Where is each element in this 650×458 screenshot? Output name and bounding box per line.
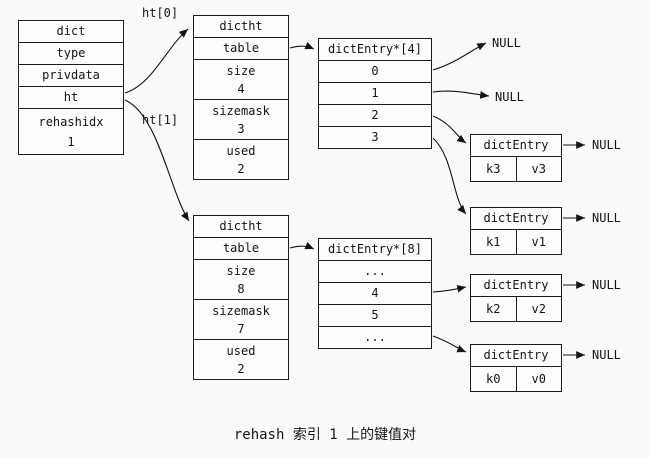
size-label: size (226, 264, 256, 278)
dictentry-node-k3: dictEntry k3 v3 (470, 134, 562, 182)
arrow-table-bottom (289, 241, 315, 250)
dictht-size-cell: size 8 (194, 259, 288, 299)
size-value: 4 (237, 82, 245, 96)
dict-cell-privdata: privdata (19, 64, 123, 86)
arrow-slot1-null (432, 90, 490, 99)
dictht-header: dictht (219, 219, 263, 233)
null-label-k2: NULL (592, 278, 621, 292)
dictentry-key: k3 (486, 162, 501, 176)
sizemask-label: sizemask (212, 104, 270, 118)
ht0-pointer-label: ht[0] (142, 6, 179, 20)
dictentry-node-k0: dictEntry k0 v0 (470, 344, 562, 392)
array-slot-dots-top: ... (319, 260, 431, 282)
arrow-ht0 (124, 28, 189, 94)
dict-cell-type: type (19, 42, 123, 64)
arrow-slot0-null (432, 42, 487, 71)
dictentry-header: dictEntry (483, 278, 549, 292)
dictentry-value: v2 (515, 297, 562, 321)
ht1-pointer-label: ht[1] (142, 113, 179, 127)
sizemask-label: sizemask (212, 304, 270, 318)
dictentry-value: v1 (515, 230, 562, 254)
dictht-box-ht1: dictht table size 8 sizemask 7 used 2 (193, 215, 289, 380)
dictht-sizemask-cell: sizemask 3 (194, 99, 288, 139)
array-slot-0: 0 (319, 60, 431, 82)
dictentry-node-k1: dictEntry k1 v1 (470, 207, 562, 255)
dictentry-key: k1 (486, 235, 501, 249)
dictht-size-cell: size 4 (194, 59, 288, 99)
array-slot-2: 2 (319, 104, 431, 126)
dictht-box-ht0: dictht table size 4 sizemask 3 used 2 (193, 15, 289, 180)
dictht-used-cell: used 2 (194, 339, 288, 379)
dictentry-header: dictEntry (483, 211, 549, 225)
dictentry-value: v3 (515, 157, 562, 181)
null-label-slot0: NULL (492, 36, 521, 50)
null-label-k1: NULL (592, 211, 621, 225)
array-slot-4: 4 (319, 282, 431, 304)
used-value: 2 (237, 362, 245, 376)
dict-box: dict type privdata ht rehashidx 1 (18, 20, 124, 155)
null-label-k0: NULL (592, 348, 621, 362)
rehashidx-value: 1 (67, 135, 75, 149)
dict-header: dict (56, 24, 86, 38)
dictht-header: dictht (219, 19, 263, 33)
used-label: used (226, 344, 256, 358)
dictht-sizemask-cell: sizemask 7 (194, 299, 288, 339)
dictentry-kv-row: k0 v0 (471, 366, 561, 391)
array-header: dictEntry*[4] (328, 42, 422, 56)
array-slot-dots-bottom: ... (319, 326, 431, 348)
null-label-k3: NULL (592, 138, 621, 152)
used-value: 2 (237, 162, 245, 176)
dict-cell-rehashidx: rehashidx 1 (19, 108, 123, 154)
sizemask-value: 3 (237, 122, 245, 136)
size-value: 8 (237, 282, 245, 296)
size-label: size (226, 64, 256, 78)
arrow-slotdots-k0 (432, 335, 467, 353)
dictentry-header: dictEntry (483, 348, 549, 362)
dictentry-kv-row: k1 v1 (471, 229, 561, 254)
dict-cell-ht: ht (19, 86, 123, 108)
used-label: used (226, 144, 256, 158)
diagram-caption: rehash 索引 1 上的键值对 (233, 427, 417, 443)
dictentry-node-k2: dictEntry k2 v2 (470, 274, 562, 322)
arrow-table-top (289, 41, 315, 50)
dictht-table-cell: table (194, 37, 288, 59)
dictht-table-cell: table (194, 237, 288, 259)
dictentry-value: v0 (515, 367, 562, 391)
dictentry-key: k2 (486, 302, 501, 316)
array-slot-3: 3 (319, 126, 431, 148)
null-label-slot1: NULL (495, 90, 524, 104)
dictentry-kv-row: k2 v2 (471, 296, 561, 321)
array-slot-1: 1 (319, 82, 431, 104)
dictentry-array-ht0: dictEntry*[4] 0 1 2 3 (318, 38, 432, 149)
rehashidx-label: rehashidx (38, 115, 104, 129)
dictentry-kv-row: k3 v3 (471, 156, 561, 181)
dictentry-header: dictEntry (483, 138, 549, 152)
arrow-slot2-k3 (432, 115, 467, 144)
sizemask-value: 7 (237, 322, 245, 336)
array-slot-5: 5 (319, 304, 431, 326)
dictentry-key: k0 (486, 372, 501, 386)
dictht-used-cell: used 2 (194, 139, 288, 179)
array-header: dictEntry*[8] (328, 242, 422, 256)
arrow-slot4-k2 (432, 284, 467, 293)
arrow-slot3-k1 (432, 137, 467, 215)
dictentry-array-ht1: dictEntry*[8] ... 4 5 ... (318, 238, 432, 349)
